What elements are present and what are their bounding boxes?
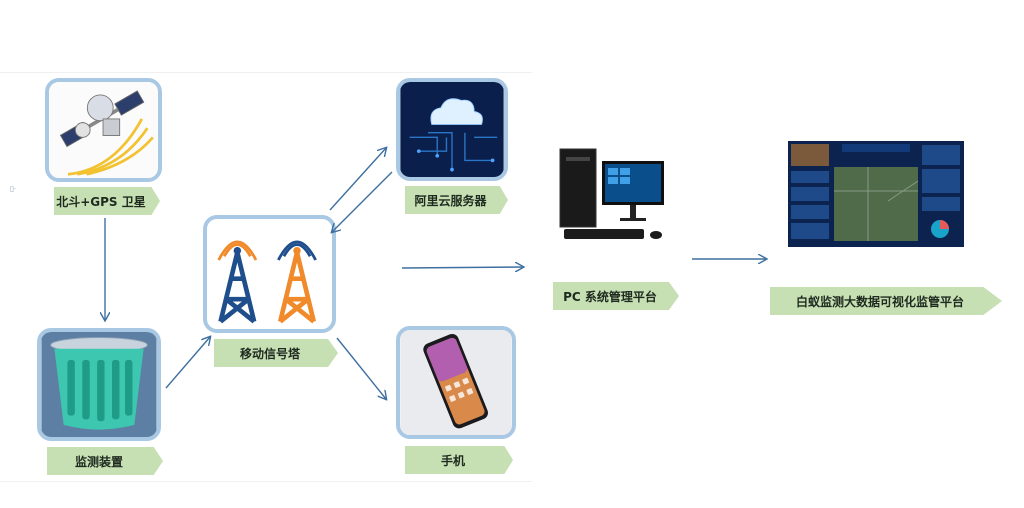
doc-marker-icon: ▯·: [10, 185, 17, 193]
dashboard-screen-icon: [788, 141, 964, 247]
signal-tower-icon: [217, 240, 317, 324]
mobile-phone-icon: [400, 330, 512, 435]
monitor-tile: [37, 328, 161, 441]
tower-label: 移动信号塔: [214, 339, 338, 367]
bigdata-label: 白蚁监测大数据可视化监管平台: [770, 287, 1002, 315]
monitor-label: 监测装置: [47, 447, 163, 475]
cloud-tile: [396, 78, 508, 181]
pc-label: PC 系统管理平台: [553, 282, 679, 310]
tower-tile: [203, 215, 336, 333]
phone-label: 手机: [405, 446, 513, 474]
pc-computer-icon: [559, 148, 664, 239]
cloud-server-icon: [400, 82, 504, 177]
phone-tile: [396, 326, 516, 439]
cloud-label: 阿里云服务器: [405, 186, 508, 214]
satellite-label: 北斗+GPS 卫星: [54, 187, 160, 215]
monitor-device-icon: [41, 332, 157, 437]
satellite-icon: [49, 82, 158, 178]
satellite-tile: [45, 78, 162, 182]
